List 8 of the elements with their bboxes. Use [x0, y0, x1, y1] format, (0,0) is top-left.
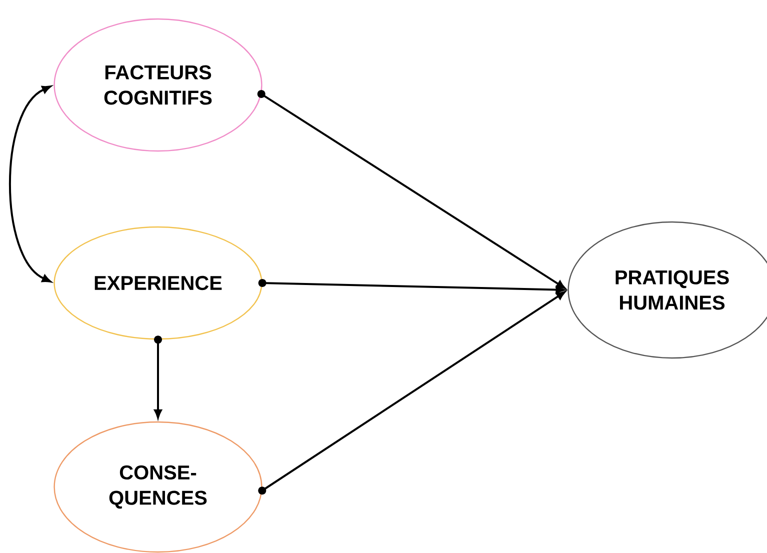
arrow: [258, 291, 566, 495]
arrow: [154, 336, 162, 418]
arrow: [257, 90, 566, 289]
ellipse-node: EXPERIENCE: [54, 226, 262, 340]
ellipse-node: FACTEURS COGNITIFS: [54, 18, 262, 152]
ellipse-node: CONSE- QUENCES: [54, 421, 262, 553]
arrow: [258, 279, 565, 294]
arrow: [9, 86, 52, 282]
